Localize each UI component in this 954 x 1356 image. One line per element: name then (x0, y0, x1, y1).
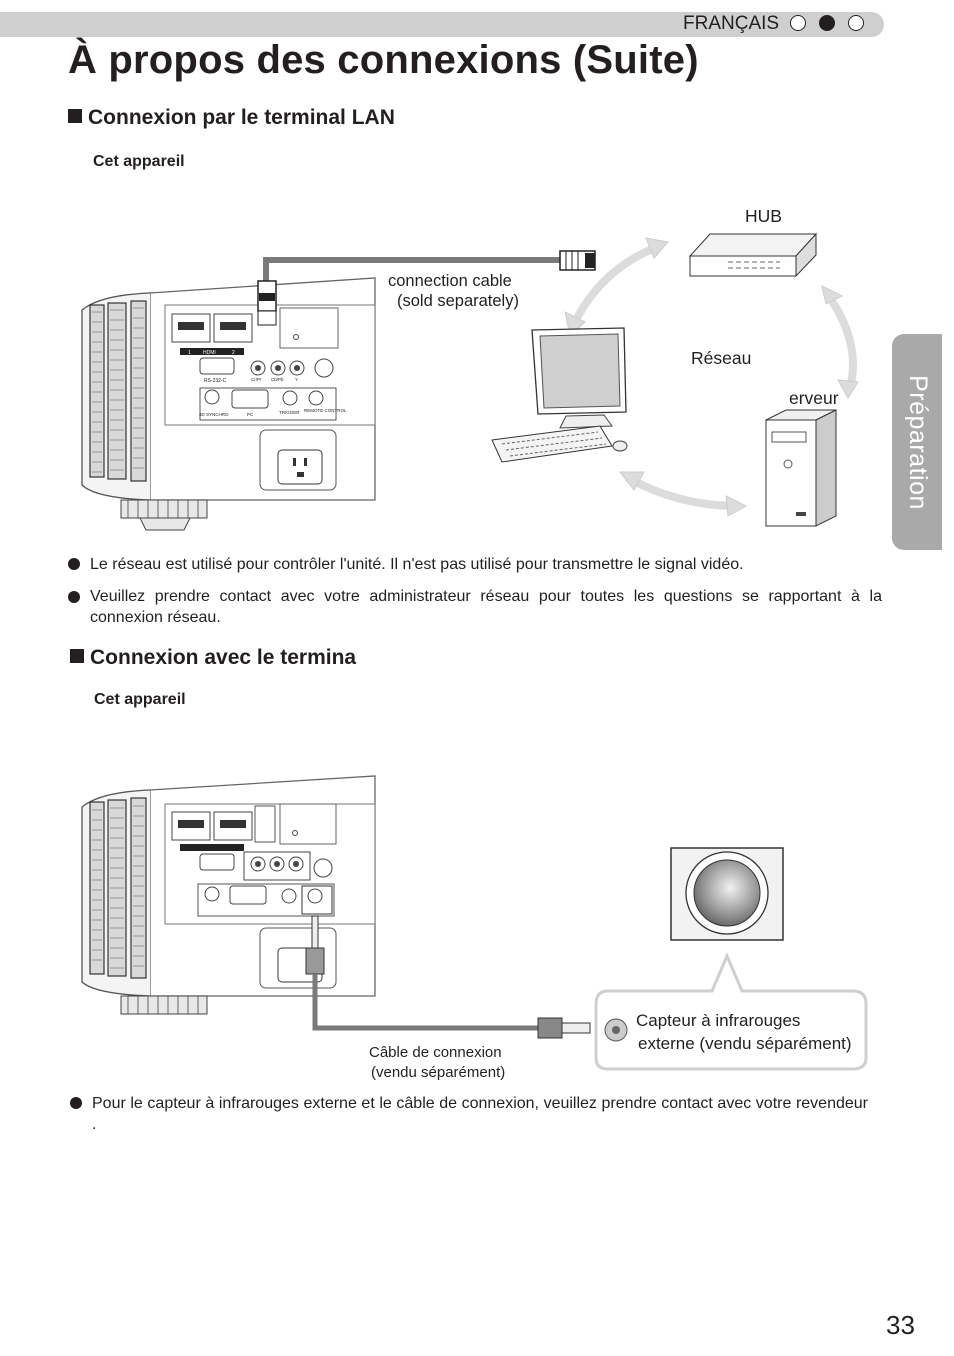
network-hub (688, 232, 818, 278)
ir-sensor-icon (670, 847, 784, 941)
projector-rear-panel (81, 775, 376, 1015)
sensor-label-line2: externe (vendu séparément) (638, 1034, 852, 1053)
cable-label-line1: Câble de connexion (369, 1044, 502, 1061)
section-heading-text: Connexion avec le termina (90, 646, 357, 669)
bullet-icon (68, 591, 80, 603)
side-tab (892, 334, 942, 550)
svg-text:HDMI: HDMI (203, 350, 216, 356)
section-heading-text: Connexion par le terminal LAN (88, 106, 395, 129)
svg-text:TRIGGER: TRIGGER (279, 410, 300, 415)
device-label: Cet appareil (94, 691, 186, 708)
hub-label: HUB (745, 206, 782, 226)
bullet-icon (70, 1097, 82, 1109)
sensor-callout-box (594, 952, 868, 1071)
bullet-text: Pour le capteur à infrarouges externe et… (92, 1095, 868, 1133)
projector-rear-panel: 1 HDMI 2 RS-232-C Cr/Pr Cb/Pb Y 3D SYNCH… (81, 277, 376, 531)
side-tab-label: Préparation (903, 374, 932, 510)
square-bullet-icon (70, 649, 84, 663)
language-indicator-dot (790, 15, 806, 31)
svg-text:Cb/Pb: Cb/Pb (271, 377, 284, 382)
svg-text:PC: PC (247, 412, 254, 417)
svg-text:3D SYNCHRO: 3D SYNCHRO (199, 412, 229, 417)
lan-cable (257, 250, 596, 326)
side-tab-label-wrap: Préparation (892, 334, 942, 550)
server-label: erveur (789, 388, 839, 408)
svg-text:Y: Y (295, 377, 298, 382)
svg-text:REMOTE CONTROL: REMOTE CONTROL (304, 408, 347, 413)
svg-text:2: 2 (232, 350, 235, 356)
svg-text:RS-232-C: RS-232-C (204, 378, 227, 384)
section-heading-lan: Connexion par le terminal LAN (68, 106, 395, 130)
square-bullet-icon (68, 109, 82, 123)
language-label: FRANÇAIS (683, 13, 780, 34)
mini-jack-cable (305, 915, 591, 1039)
bullet-icon (68, 558, 80, 570)
page-number: 33 (886, 1310, 915, 1340)
section-heading-ir: Connexion avec le termina (70, 646, 356, 670)
server-icon (765, 409, 837, 527)
svg-text:Cr/Pr: Cr/Pr (251, 377, 262, 382)
device-label: Cet appareil (93, 153, 185, 170)
sensor-label-line1: Capteur à infrarouges (636, 1011, 800, 1030)
language-indicator-dot (848, 15, 864, 31)
page-title: À propos des connexions (Suite) (68, 38, 699, 82)
language-indicator-dot-active (819, 15, 835, 31)
cable-label-line2: (vendu séparément) (371, 1064, 505, 1081)
cable-label-line2: (sold separately) (397, 292, 519, 310)
svg-text:1: 1 (188, 350, 191, 356)
bullet-text: Veuillez prendre contact avec votre admi… (90, 588, 882, 626)
bullet-text: Le réseau est utilisé pour contrôler l'u… (90, 556, 744, 573)
computer-icon (491, 327, 628, 463)
network-arrows (564, 237, 859, 517)
network-label: Réseau (691, 348, 751, 368)
header-bar (0, 12, 884, 37)
cable-label-line1: connection cable (388, 272, 512, 290)
ir-connection-diagram: Câble de connexion (vendu séparément) Ca… (81, 775, 868, 1081)
lan-connection-diagram: 1 HDMI 2 RS-232-C Cr/Pr Cb/Pb Y 3D SYNCH… (81, 206, 859, 531)
